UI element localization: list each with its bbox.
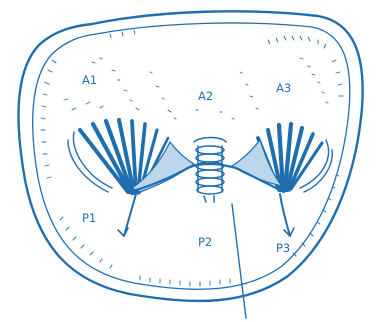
right-posterior-stem	[280, 194, 290, 236]
label-p1: P1	[82, 211, 96, 225]
left-posterior-stem	[124, 194, 136, 236]
label-a3: A3	[276, 81, 291, 95]
label-p2: P2	[198, 235, 212, 249]
label-p3: P3	[276, 241, 290, 255]
annulus-hatching	[41, 30, 343, 286]
label-a1: A1	[82, 73, 97, 87]
pointer-line	[232, 204, 246, 318]
central-clip-device	[194, 138, 226, 203]
label-a2: A2	[198, 89, 213, 103]
outer-annulus-ring	[18, 11, 362, 301]
